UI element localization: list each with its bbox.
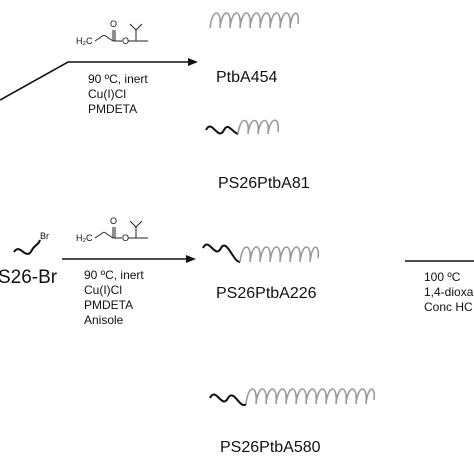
right-condition-temp: 100 ºC xyxy=(424,270,461,284)
monomer-o2-label-top: O xyxy=(110,19,118,29)
monomer-o-label-mid: O xyxy=(122,233,130,243)
right-conditions: 100 ºC 1,4-dioxa Conc HC xyxy=(424,270,473,315)
initiator-label: S26-Br xyxy=(0,267,58,288)
top-reaction-line xyxy=(0,61,190,101)
initiator-chain xyxy=(13,239,41,255)
ps-block-226 xyxy=(202,243,241,263)
right-condition-acid: Conc HC xyxy=(424,300,473,314)
ps-block-81 xyxy=(205,125,239,135)
monomer-o-label-top: O xyxy=(122,36,130,46)
coil-ptba454 xyxy=(209,12,300,29)
mid-condition-ligand: PMDETA xyxy=(84,298,134,312)
mid-condition-temp: 90 ºC, inert xyxy=(84,268,144,282)
polymer-ps26ptba226 xyxy=(202,243,320,263)
monomer-ch2-label-top: H₂C xyxy=(76,36,93,46)
product-label-ps26ptba81: PS26PtbA81 xyxy=(218,175,310,192)
mid-arrow-head xyxy=(186,255,196,263)
initiator-bromine-label: Br xyxy=(40,231,49,241)
product-label-ptba454: PtbA454 xyxy=(216,69,278,86)
product-label-ps26ptba226: PS26PtbA226 xyxy=(216,285,317,302)
mid-condition-catalyst: Cu(I)Cl xyxy=(84,283,122,297)
product-label-ps26ptba580: PS26PtbA580 xyxy=(220,439,321,456)
top-condition-catalyst: Cu(I)Cl xyxy=(88,87,126,101)
monomer-structure-top xyxy=(94,23,148,42)
monomer-structure-mid xyxy=(94,220,148,239)
mid-conditions: 90 ºC, inert Cu(I)Cl PMDETA Anisole xyxy=(84,268,144,328)
coil-226 xyxy=(239,246,320,263)
monomer-ch2-label-mid: H₂C xyxy=(76,233,93,243)
coil-81 xyxy=(237,119,280,135)
top-arrow-head xyxy=(188,58,198,66)
monomer-o2-label-mid: O xyxy=(110,216,118,226)
ps-block-580 xyxy=(209,393,247,407)
mid-condition-solvent: Anisole xyxy=(84,313,124,327)
top-conditions: 90 ºC, inert Cu(I)Cl PMDETA xyxy=(88,72,148,117)
top-condition-ligand: PMDETA xyxy=(88,102,138,116)
polymer-ps26ptba81 xyxy=(205,119,280,135)
right-condition-solvent: 1,4-dioxa xyxy=(424,285,474,299)
coil-580 xyxy=(245,388,376,405)
polymer-ptba454 xyxy=(209,12,300,29)
polymer-ps26ptba580 xyxy=(209,388,376,407)
top-condition-temp: 90 ºC, inert xyxy=(88,72,148,86)
